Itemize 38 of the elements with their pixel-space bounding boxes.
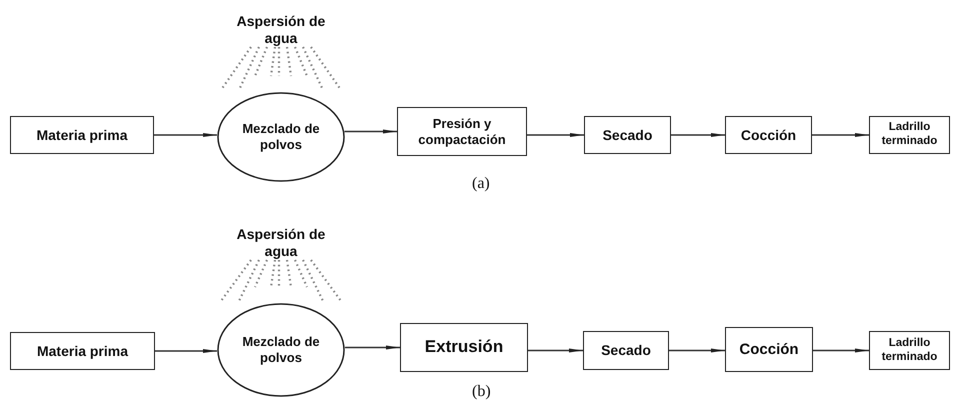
process-box [869, 331, 950, 370]
arrow [669, 348, 725, 352]
process-box [10, 116, 154, 154]
process-ellipse [217, 92, 345, 182]
spray-label: Aspersión de agua [236, 226, 326, 260]
arrow [344, 130, 397, 134]
arrow [528, 348, 583, 352]
figure-caption: (b) [472, 383, 491, 401]
step-label: Materia prima [36, 342, 128, 360]
step-label: Ladrillo terminado [880, 121, 938, 149]
step-label: Extrusión [424, 337, 504, 358]
arrow [154, 133, 218, 137]
step-label: Mezclado de polvos [241, 121, 321, 153]
process-box [397, 107, 527, 156]
step-label: Mezclado de polvos [241, 334, 321, 366]
step-label: Cocción [739, 340, 799, 358]
process-box [725, 327, 813, 372]
arrow [671, 133, 725, 137]
process-box [400, 323, 528, 372]
step-label: Cocción [740, 126, 796, 144]
process-box [583, 331, 669, 370]
process-box [584, 116, 671, 154]
arrow [527, 133, 584, 137]
step-label: Materia prima [36, 126, 128, 144]
arrow [813, 348, 869, 352]
process-ellipse [217, 303, 345, 397]
step-label: Ladrillo terminado [880, 336, 938, 364]
step-label: Secado [602, 126, 652, 144]
process-box [725, 116, 812, 154]
spray-label: Aspersión de agua [236, 13, 326, 47]
figure-caption: (a) [472, 175, 490, 193]
arrow [812, 133, 869, 137]
process-box [869, 116, 950, 154]
process-box [10, 332, 155, 370]
step-label: Presión y compactación [417, 116, 507, 148]
arrow [155, 349, 218, 353]
arrow [344, 346, 400, 350]
step-label: Secado [601, 342, 651, 359]
